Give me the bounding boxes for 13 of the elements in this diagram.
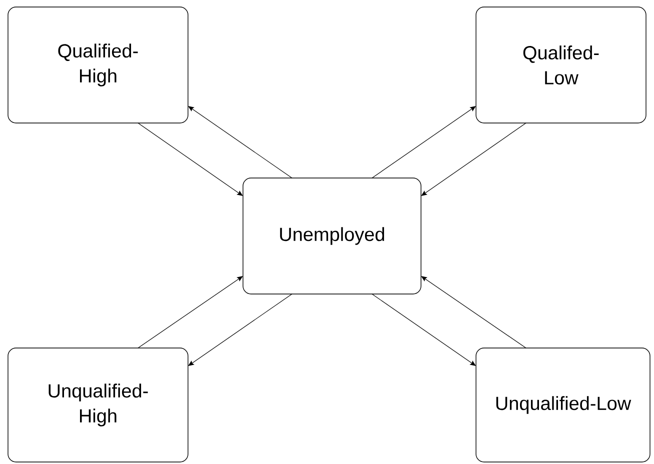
state-box: Unqualified-High <box>8 348 188 462</box>
arrow <box>372 294 476 366</box>
state-box: Qualified-High <box>8 6 188 124</box>
arrow <box>188 106 292 178</box>
state-box: Unqualified-Low <box>476 348 650 462</box>
state-box: Qualifed-Low <box>476 6 646 124</box>
state-box: Unemployed <box>242 178 422 294</box>
arrow <box>188 294 292 366</box>
arrow <box>421 122 526 196</box>
arrow <box>372 106 476 178</box>
arrow <box>421 276 526 348</box>
arrow <box>138 122 243 196</box>
arrow <box>138 276 243 348</box>
